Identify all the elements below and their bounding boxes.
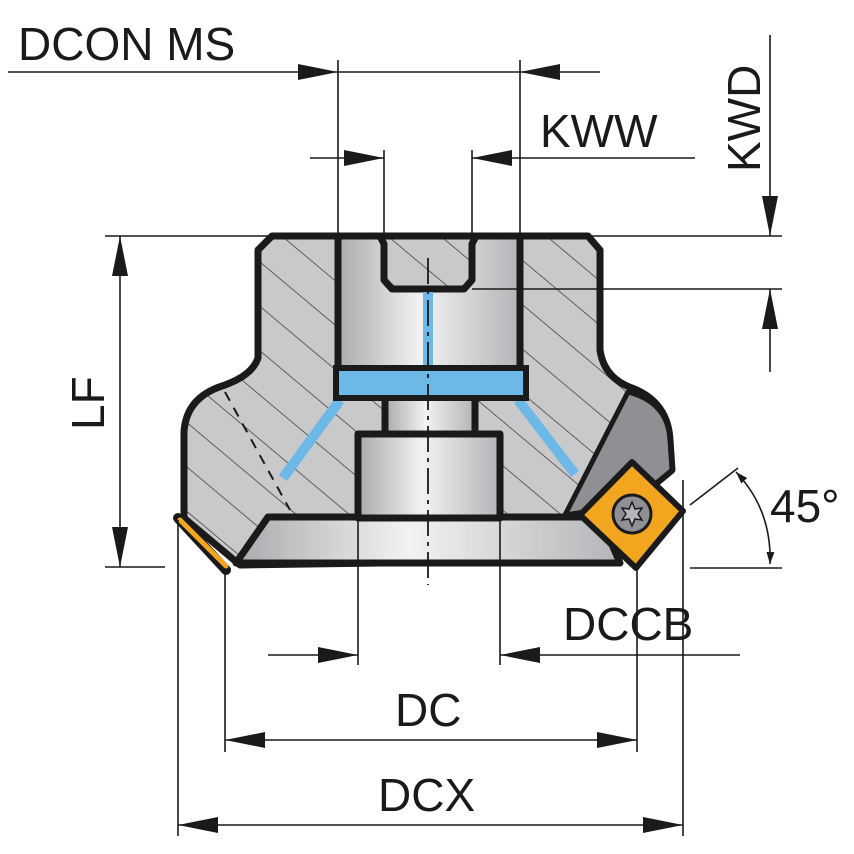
label-angle: 45° <box>770 480 840 532</box>
right-insert <box>577 459 686 571</box>
bore-neck <box>381 392 479 438</box>
cutter-body <box>173 232 686 585</box>
bore-lower <box>354 430 504 522</box>
coolant-ring <box>333 365 529 401</box>
label-kww: KWW <box>540 105 658 157</box>
label-dc: DC <box>395 684 461 736</box>
label-kwd: KWD <box>718 65 770 172</box>
label-dcx: DCX <box>378 769 475 821</box>
label-dcon-ms: DCON MS <box>18 18 235 70</box>
dimension-lines <box>8 35 782 836</box>
label-dccb: DCCB <box>563 598 693 650</box>
label-lf: LF <box>62 376 114 430</box>
